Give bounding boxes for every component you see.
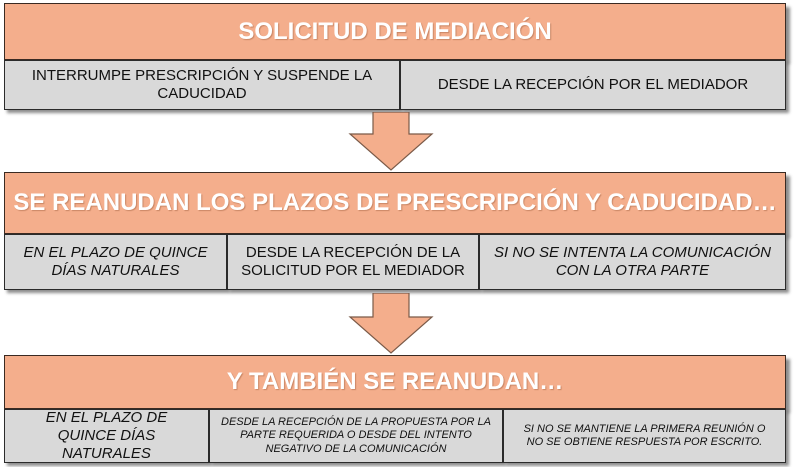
cell-desde-recepcion-mediador: DESDE LA RECEPCIÓN POR EL MEDIADOR [400, 60, 786, 110]
cell-plazo-quince-dias-2: EN EL PLAZO DE QUINCE DÍAS NATURALES [4, 409, 209, 463]
header-se-reanudan-plazos: SE REANUDAN LOS PLAZOS DE PRESCRIPCIÓN Y… [4, 172, 786, 234]
header-solicitud-mediacion-text: SOLICITUD DE MEDIACIÓN [238, 17, 552, 45]
row-se-reanudan: EN EL PLAZO DE QUINCE DÍAS NATURALES DES… [4, 234, 786, 290]
cell-desde-recepcion-propuesta-text: DESDE LA RECEPCIÓN DE LA PROPUESTA POR L… [221, 416, 491, 455]
cell-plazo-quince-dias-1: EN EL PLAZO DE QUINCE DÍAS NATURALES [4, 234, 227, 290]
cell-si-no-se-intenta-text: SI NO SE INTENTA LA COMUNICACIÓN CON LA … [494, 244, 771, 279]
header-solicitud-mediacion: SOLICITUD DE MEDIACIÓN [4, 3, 786, 60]
cell-interrumpe-prescripcion-text: INTERRUMPE PRESCRIPCIÓN Y SUSPENDE LA CA… [31, 67, 373, 102]
header-y-tambien-se-reanudan: Y TAMBIÉN SE REANUDAN… [4, 355, 786, 409]
cell-si-no-se-mantiene-text: SI NO SE MANTIENE LA PRIMERA REUNIÓN O N… [523, 422, 766, 448]
cell-desde-recepcion-solicitud-text: DESDE LA RECEPCIÓN DE LA SOLICITUD POR E… [241, 244, 465, 279]
header-se-reanudan-plazos-text: SE REANUDAN LOS PLAZOS DE PRESCRIPCIÓN Y… [13, 189, 777, 216]
down-arrow-2 [348, 293, 434, 354]
cell-plazo-quince-dias-1-text: EN EL PLAZO DE QUINCE DÍAS NATURALES [23, 244, 208, 279]
cell-plazo-quince-dias-2-text: EN EL PLAZO DE QUINCE DÍAS NATURALES [45, 409, 168, 462]
cell-si-no-se-mantiene: SI NO SE MANTIENE LA PRIMERA REUNIÓN O N… [503, 409, 786, 463]
cell-interrumpe-prescripcion: INTERRUMPE PRESCRIPCIÓN Y SUSPENDE LA CA… [4, 60, 400, 110]
cell-desde-recepcion-propuesta: DESDE LA RECEPCIÓN DE LA PROPUESTA POR L… [209, 409, 503, 463]
down-arrow-1 [348, 112, 434, 171]
row-y-tambien: EN EL PLAZO DE QUINCE DÍAS NATURALES DES… [4, 409, 786, 463]
header-y-tambien-se-reanudan-text: Y TAMBIÉN SE REANUDAN… [226, 368, 564, 395]
cell-si-no-se-intenta: SI NO SE INTENTA LA COMUNICACIÓN CON LA … [479, 234, 786, 290]
row-solicitud: INTERRUMPE PRESCRIPCIÓN Y SUSPENDE LA CA… [4, 60, 786, 110]
cell-desde-recepcion-mediador-text: DESDE LA RECEPCIÓN POR EL MEDIADOR [437, 76, 749, 93]
cell-desde-recepcion-solicitud: DESDE LA RECEPCIÓN DE LA SOLICITUD POR E… [227, 234, 479, 290]
